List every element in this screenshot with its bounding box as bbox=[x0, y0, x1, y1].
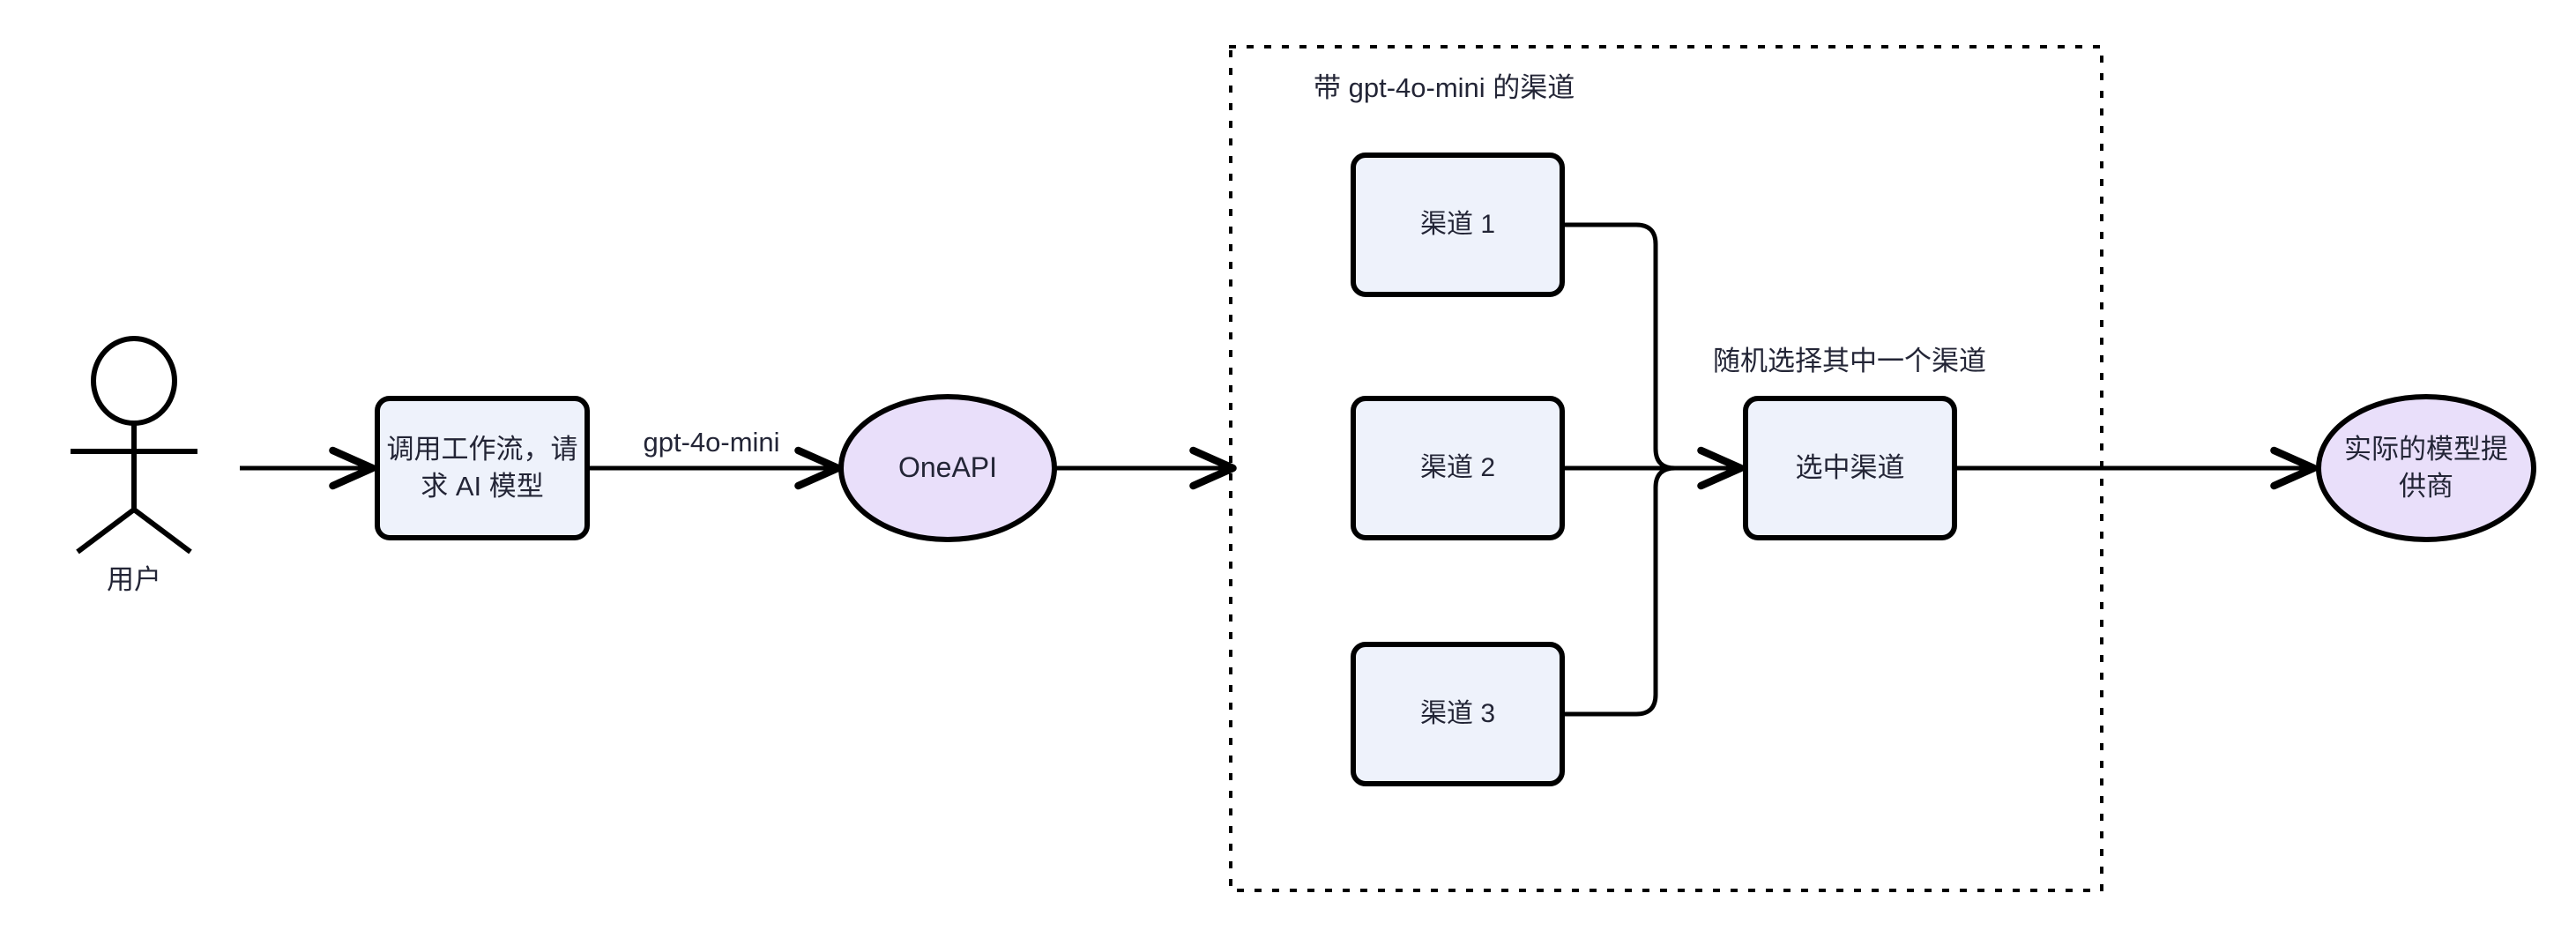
node-channel-1-shape[interactable] bbox=[1351, 153, 1565, 297]
node-channel-3-shape[interactable] bbox=[1351, 642, 1565, 786]
actor-leg-right bbox=[132, 507, 192, 555]
actor-user-figure[interactable] bbox=[71, 336, 197, 555]
group-label-gpt4omini-channels: 带 gpt-4o-mini 的渠道 bbox=[1314, 72, 1575, 103]
node-selected-channel-shape[interactable] bbox=[1743, 396, 1957, 540]
node-channel-2-shape[interactable] bbox=[1351, 396, 1565, 540]
node-oneapi-shape[interactable] bbox=[838, 394, 1057, 542]
edge-channel1-to-selected bbox=[1562, 222, 1676, 471]
edge-channel3-to-selected bbox=[1562, 465, 1676, 717]
edge-label-random-pick: 随机选择其中一个渠道 bbox=[1713, 346, 1986, 376]
actor-leg-left bbox=[76, 507, 136, 555]
node-workflow-call-shape[interactable] bbox=[375, 396, 590, 540]
edge-label-gpt-4o-mini: gpt-4o-mini bbox=[643, 427, 780, 458]
node-real-provider-shape[interactable] bbox=[2316, 394, 2536, 542]
gpt4omini-channels-group-border bbox=[1229, 45, 2103, 892]
